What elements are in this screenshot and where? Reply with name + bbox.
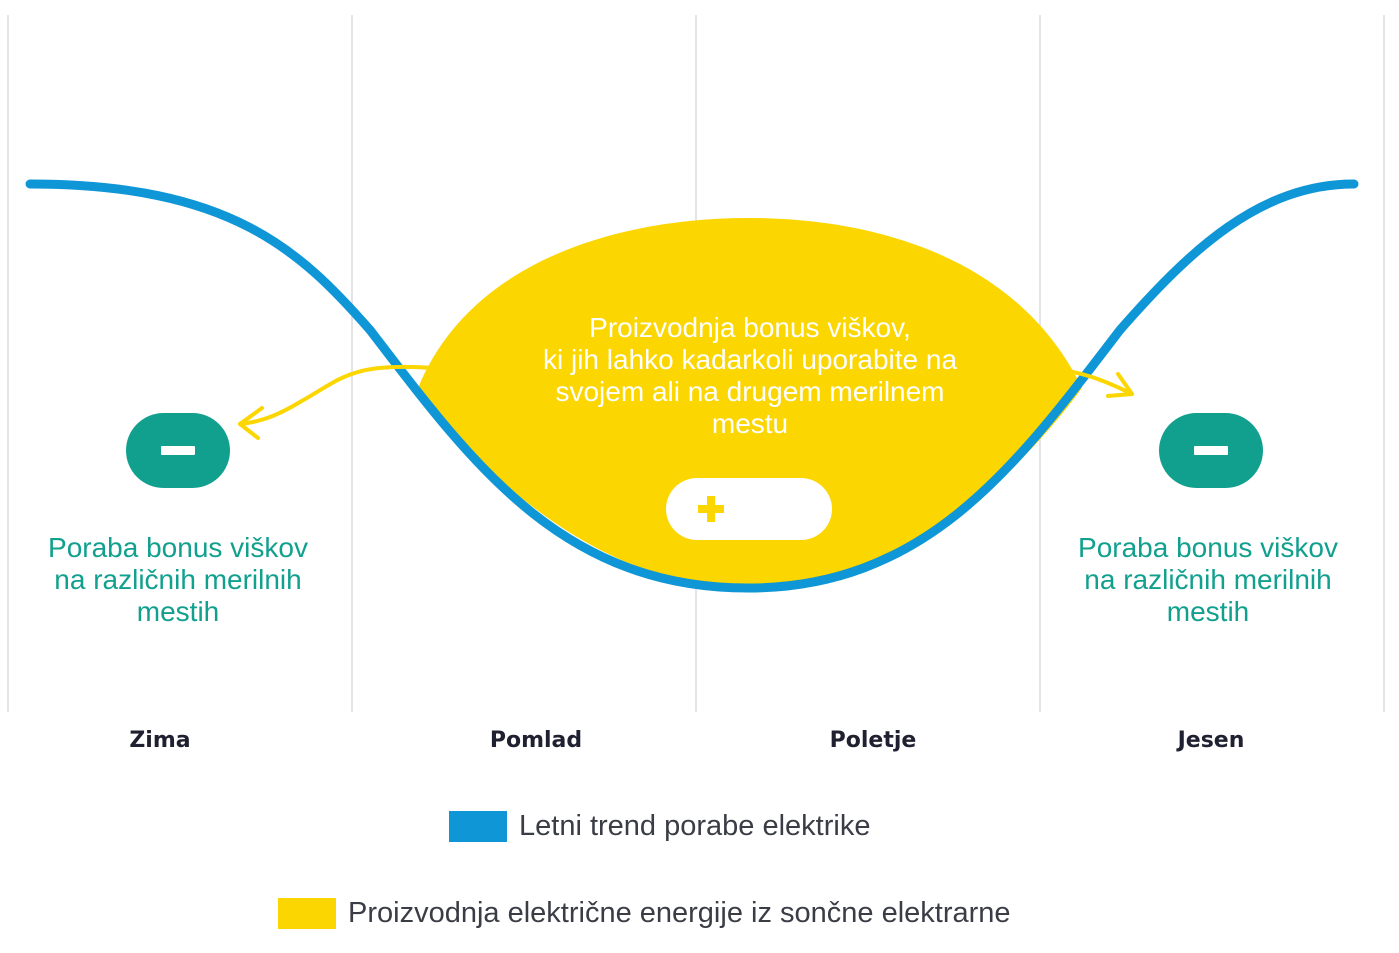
- right-transfer-arrow: [1048, 366, 1134, 398]
- plus-icon: [698, 496, 724, 522]
- legend-swatch-yellow: [278, 898, 336, 929]
- season-label-autumn: Jesen: [1177, 728, 1245, 753]
- season-label-summer: Poletje: [829, 728, 917, 753]
- season-label-spring: Pomlad: [489, 728, 583, 753]
- right-usage-label: Poraba bonus viškov na različnih merilni…: [1078, 532, 1338, 627]
- legend-label: Proizvodnja električne energije iz sončn…: [348, 897, 1011, 929]
- legend-label: Letni trend porabe elektrike: [519, 810, 871, 842]
- left-transfer-arrow: [238, 364, 434, 440]
- legend-swatch-blue: [449, 811, 507, 842]
- consumption-trend-curve: [25, 179, 1359, 593]
- left-consumption-pill: [126, 413, 230, 488]
- legend-item-solar: Proizvodnja električne energije iz sončn…: [278, 897, 1011, 930]
- solar-surplus-label: Proizvodnja bonus viškov, ki jih lahko k…: [542, 312, 958, 439]
- minus-icon: [1194, 446, 1228, 455]
- legend-item-consumption: Letni trend porabe elektrike: [449, 810, 870, 843]
- left-usage-label: Poraba bonus viškov na različnih merilni…: [48, 532, 308, 627]
- surplus-pill: [666, 478, 832, 540]
- minus-icon: [161, 446, 195, 455]
- solar-production-area: [418, 218, 1082, 588]
- season-label-winter: Zima: [129, 728, 191, 753]
- right-consumption-pill: [1159, 413, 1263, 488]
